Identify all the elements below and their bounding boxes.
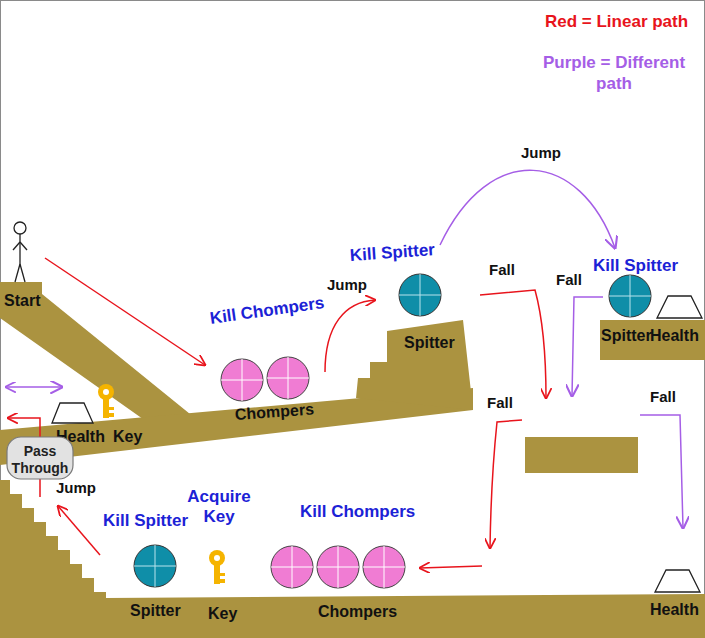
action-label: Kill Chompers	[209, 293, 326, 328]
move-label: Fall	[650, 388, 676, 405]
entity-label: Spitter	[130, 602, 181, 620]
player-figure	[13, 222, 27, 282]
start-label: Start	[4, 292, 40, 310]
chomper-enemies	[221, 357, 405, 588]
move-label: Jump	[521, 144, 561, 161]
health-icons	[52, 296, 702, 592]
entity-label: Chompers	[318, 603, 397, 621]
entity-label: Chompers	[234, 401, 314, 425]
move-label: Fall	[556, 271, 582, 288]
action-label: Acquire Key	[185, 487, 253, 526]
linear-path-arrows	[8, 258, 546, 568]
move-label: Fall	[487, 394, 513, 411]
move-label: Jump	[56, 479, 96, 496]
move-label: Fall	[489, 261, 515, 278]
action-label: Kill Spitter	[349, 240, 435, 265]
entity-label: Health	[650, 601, 699, 619]
entity-label: Key	[208, 605, 237, 623]
pass-through-zone: Pass Through	[6, 436, 74, 480]
legend-entry: Red = Linear path	[545, 11, 688, 32]
action-label: Kill Spitter	[103, 511, 188, 531]
action-label: Kill Spitter	[593, 256, 678, 276]
move-label: Jump	[327, 276, 367, 293]
entity-label: Spitter	[601, 327, 652, 345]
zone-label: Pass Through	[6, 443, 74, 477]
action-label: Kill Chompers	[300, 502, 415, 522]
terrain	[0, 282, 705, 638]
entity-label: Key	[113, 428, 142, 446]
key-icons	[98, 384, 225, 584]
legend-entry: Purple = Different path	[533, 52, 695, 95]
spitter-enemies	[134, 274, 651, 587]
alternate-path-arrows	[6, 170, 683, 528]
entity-label: Health	[650, 327, 699, 345]
entity-label: Spitter	[404, 334, 455, 352]
